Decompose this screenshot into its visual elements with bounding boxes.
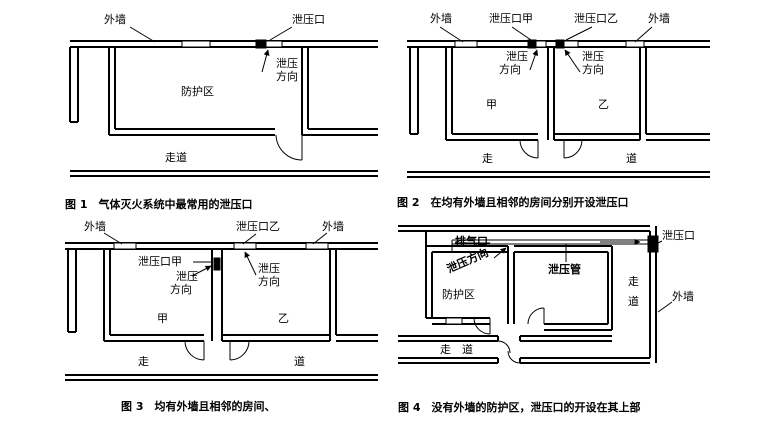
fig4-walls [398,225,657,364]
fig2-dir-a-line1: 泄压 [506,50,528,63]
fig4-vent-damper [647,235,659,253]
fig2-vent-b-damper [555,39,565,49]
figure-1: 外墙 泄压口 泄压 方向 防护区 走道 图 1 气体灭火系统中最常用的泄压口 [65,12,378,211]
fig3-doors [184,340,250,361]
fig4-zone-label: 防护区 [442,287,475,301]
fig4-corridor-char1: 走 [440,343,451,356]
fig3-outer-wall-left-leader [103,232,123,245]
fig3-outer-wall-left-label: 外墙 [84,219,106,233]
fig1-corridor-label: 走道 [165,150,187,164]
fig1-vent-leader [269,26,293,41]
fig1-outer-wall-leader [129,26,156,43]
fig3-vent-b-leader [242,233,257,245]
fig2-vent-a-damper [527,39,537,49]
fig3-dir-b-arrow [244,251,257,276]
fig2-outer-wall-left-leader [439,26,464,43]
fig3-dir-a-line1: 泄压 [176,270,198,283]
fig4-corridor-vertical-char1: 走 [628,275,639,288]
fig4-vent-label: 泄压口 [662,229,695,242]
fig2-outer-wall-left-label: 外墙 [430,11,452,25]
fig4-caption: 图 4 没有外墙的防护区，泄压口的开设在其上部 [398,400,640,414]
fig3-dir-a-arrow [191,265,212,277]
fig4-corridor-char2: 道 [462,342,473,356]
fig2-vent-b-label: 泄压口乙 [574,12,618,25]
fig1-wall-opening [181,40,211,48]
fig2-dir-b-arrow [564,49,581,73]
fig4-vent-pipe [451,239,650,252]
fig2-walls [407,40,710,178]
fig2-vent-b-opening [563,40,579,48]
fig3-caption: 图 3 均有外墙且相邻的房间、 [121,399,275,413]
fig2-room-a-label: 甲 [486,98,497,111]
fig3-vent-b-label: 泄压口乙 [236,220,280,233]
fig4-outer-wall-leader [657,301,673,313]
fig2-vent-b-leader [565,26,593,41]
fig1-vent-damper [255,39,267,49]
fig2-caption: 图 2 在均有外墙且相邻的房间分别开设泄压口 [397,195,628,209]
fig3-vent-b-opening [233,242,257,250]
fig2-dir-a-line2: 方向 [499,62,521,76]
fig4-vent-leader [655,240,663,245]
fig4-outer-wall-label: 外墙 [672,289,694,303]
fig2-vent-a-opening [535,40,547,48]
fig1-walls [69,40,378,177]
fig2-dir-b-line1: 泄压 [582,50,604,63]
fig1-door [275,134,303,161]
fig3-corridor-char1: 走 [138,355,149,368]
fig1-vent-arrow [261,49,270,73]
fig1-vent-label: 泄压口 [292,13,325,26]
fig1-vent-opening [265,40,283,48]
fig3-outer-wall-right-label: 外墙 [322,219,344,233]
fig3-wall-opening-left [113,242,137,250]
fig3-room-a-label: 甲 [157,312,168,325]
fig4-door-opening [445,317,463,325]
fig3-walls [65,242,378,381]
fig3-dir-a-line2: 方向 [170,282,192,296]
fig2-vent-a-leader [511,26,532,41]
fig3-outer-wall-right-leader [312,232,328,245]
figure-4: 排气口 泄压方向 泄压口 泄压管 防护区 走 道 外墙 走 道 图 4 没有外墙… [398,225,695,414]
fig4-corridor-vertical-char2: 道 [628,294,639,308]
fig2-wall-opening-right [625,40,645,48]
fig3-dir-b-line2: 方向 [258,274,280,288]
fig1-caption: 图 1 气体灭火系统中最常用的泄压口 [65,197,252,211]
fig1-vent-direction-line2: 方向 [276,69,298,83]
fig2-corridor-char2: 道 [626,151,637,165]
fig4-vent-direction-label: 泄压方向 [445,245,491,276]
fig3-dir-b-line1: 泄压 [258,262,280,275]
fig2-dir-a-arrow [529,49,539,71]
fig4-pipe-label: 泄压管 [548,262,581,276]
fig3-vent-a-label: 泄压口甲 [138,255,182,268]
fig4-doors [473,307,545,364]
fig2-wall-opening-left [454,40,478,48]
fig3-wall-opening-right [305,242,329,250]
fig1-zone-label: 防护区 [181,84,214,98]
fig2-doors [519,139,583,159]
fig2-corridor-char1: 走 [482,152,493,165]
fig3-corridor-char2: 道 [294,354,305,368]
fig3-room-b-label: 乙 [278,312,289,325]
fig4-exhaust-label: 排气口 [455,234,488,248]
fig2-vent-a-label: 泄压口甲 [489,12,533,25]
figure-3: 外墙 泄压口乙 外墙 泄压口甲 泄压 方向 泄压 方向 甲 乙 走 道 图 3 … [65,219,378,413]
fig4-vent-dir-arrow [493,247,507,259]
fig2-room-b-label: 乙 [598,98,609,111]
fig1-vent-direction-line1: 泄压 [276,57,298,70]
figure-2: 外墙 泄压口甲 泄压口乙 外墙 泄压 方向 泄压 方向 甲 乙 走 道 图 2 … [397,11,710,209]
fig3-vent-a-damper [213,257,221,271]
fig2-outer-wall-right-leader [634,26,653,43]
fig2-dir-b-line2: 方向 [582,62,604,76]
fig2-outer-wall-right-label: 外墙 [648,11,670,25]
fig1-outer-wall-label: 外墙 [104,12,126,26]
